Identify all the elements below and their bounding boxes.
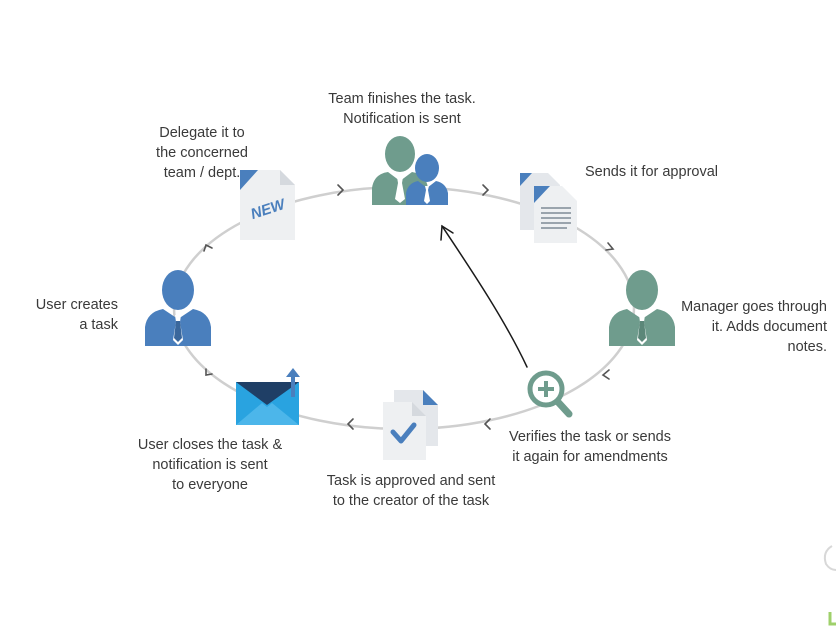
- zoom-in-icon: [527, 370, 573, 418]
- manager-icon: [609, 270, 675, 346]
- documents-icon: [520, 173, 577, 243]
- arrowhead-6: [346, 418, 354, 430]
- label-closes: User closes the task & notification is s…: [137, 437, 283, 493]
- team-icon: [372, 136, 448, 205]
- mail-send-icon: [236, 368, 300, 425]
- arrowhead-8: [203, 243, 213, 252]
- feedback-arrow: [440, 224, 528, 368]
- label-team-finishes: Team finishes the task. Notification is …: [328, 91, 476, 127]
- arrowhead-1: [337, 184, 345, 196]
- label-user-creates: User creates a task: [35, 297, 118, 333]
- new-document-icon: NEW: [240, 170, 295, 240]
- arrowhead-2: [482, 184, 490, 196]
- arrowhead-4: [601, 369, 610, 380]
- label-delegate: Delegate it to the concerned team / dept…: [156, 125, 248, 181]
- label-approved: Task is approved and sent to the creator…: [326, 473, 496, 509]
- cycle-arrowheads: [203, 184, 615, 430]
- edge-decoration: [823, 545, 836, 626]
- label-verifies: Verifies the task or sends it again for …: [509, 429, 671, 465]
- user-icon: [145, 270, 211, 346]
- arrowhead-3: [605, 242, 615, 251]
- label-manager: Manager goes through it. Adds document n…: [681, 299, 827, 355]
- label-sends-approval: Sends it for approval: [585, 164, 718, 180]
- arrowhead-7: [205, 368, 213, 376]
- approved-document-icon: [383, 390, 438, 460]
- arrowhead-5: [483, 418, 491, 430]
